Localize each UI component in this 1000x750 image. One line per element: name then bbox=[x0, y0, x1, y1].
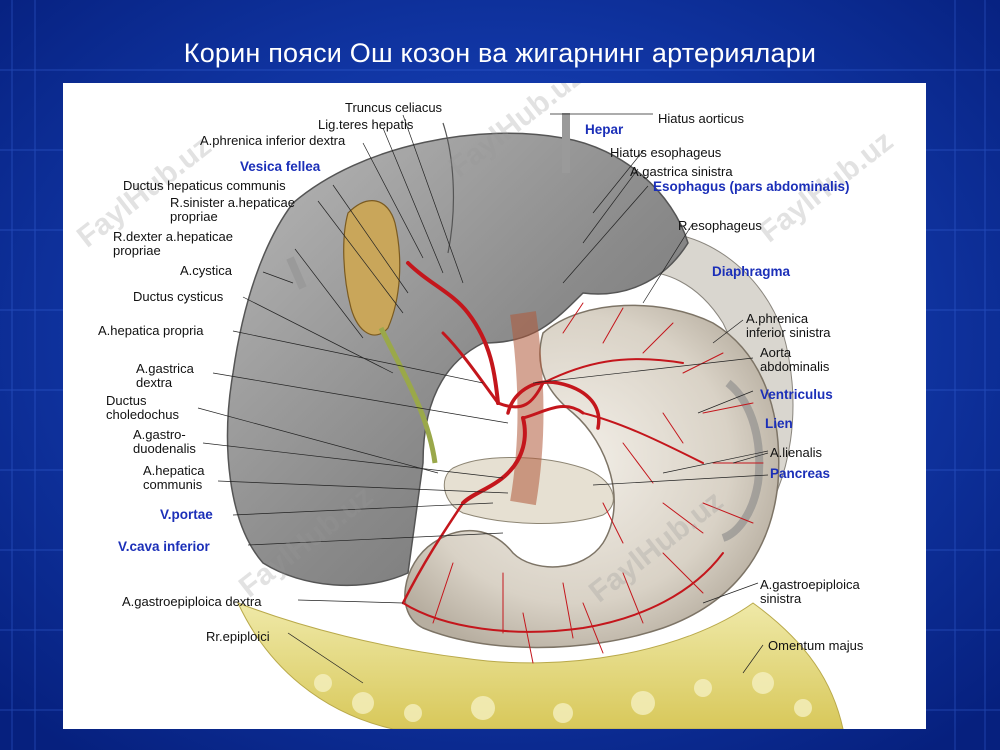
label-rr-epiploici: Rr.epiploici bbox=[206, 629, 270, 644]
label-hiatus-aorticus: Hiatus aorticus bbox=[658, 111, 744, 126]
label-v-portae: V.portae bbox=[160, 507, 213, 522]
label-hepar: Hepar bbox=[585, 122, 624, 137]
label-a-cystica: A.cystica bbox=[180, 263, 233, 278]
label-a-gastroepiploica-sinistra: A.gastroepiploica sinistra bbox=[760, 577, 860, 606]
aorta-shape bbox=[510, 311, 544, 506]
label-aorta-abdominalis: Aorta abdominalis bbox=[760, 345, 830, 374]
label-vesica-fellea: Vesica fellea bbox=[240, 159, 321, 174]
label-lig-teres-hepatis: Lig.teres hepatis bbox=[318, 117, 414, 132]
label-ductus-hepaticus-communis: Ductus hepaticus communis bbox=[123, 178, 286, 193]
label-esophagus: Esophagus (pars abdominalis) bbox=[653, 179, 850, 194]
anatomical-illustration bbox=[197, 113, 844, 729]
label-a-phrenica-inferior-dextra: A.phrenica inferior dextra bbox=[200, 133, 346, 148]
illustration-panel: FaylHub.uz FaylHub.uz FaylHub.uz FaylHub… bbox=[63, 83, 926, 729]
label-omentum-majus: Omentum majus bbox=[768, 638, 864, 653]
label-ventriculus: Ventriculus bbox=[760, 387, 833, 402]
lien-shape bbox=[721, 379, 764, 542]
label-lien: Lien bbox=[765, 416, 793, 431]
label-a-phrenica-inferior-sinistra: A.phrenica inferior sinistra bbox=[746, 311, 831, 340]
omentum-majus-shape bbox=[237, 602, 844, 729]
label-ductus-choledochus: Ductus choledochus bbox=[106, 393, 179, 422]
ventriculus-shape bbox=[404, 304, 780, 649]
label-v-cava-inferior: V.cava inferior bbox=[118, 539, 210, 554]
label-a-gastrica-dextra: A.gastrica dextra bbox=[136, 361, 194, 390]
bile-duct-shape bbox=[378, 326, 438, 464]
leader-lines bbox=[197, 113, 769, 684]
label-a-hepatica-propria: A.hepatica propria bbox=[98, 323, 204, 338]
label-a-gastrica-sinistra: A.gastrica sinistra bbox=[630, 164, 733, 179]
label-a-gastroepiploica-dextra: A.gastroepiploica dextra bbox=[122, 594, 262, 609]
label-truncus-celiacus: Truncus celiacus bbox=[345, 100, 443, 115]
label-pancreas: Pancreas bbox=[770, 466, 831, 481]
label-a-lienalis: A.lienalis bbox=[770, 445, 823, 460]
label-r-sinister: R.sinister a.hepaticae propriae bbox=[170, 195, 296, 224]
label-a-hepatica-communis: A.hepatica communis bbox=[143, 463, 205, 492]
artery-network bbox=[401, 261, 764, 664]
vesica-fellea-shape bbox=[343, 200, 401, 336]
slide-title: Корин пояси Ош козон ва жигарнинг артери… bbox=[183, 38, 817, 68]
label-r-dexter: R.dexter a.hepaticae propriae bbox=[113, 229, 233, 258]
label-a-gastroduodenalis: A.gastro- duodenalis bbox=[133, 427, 196, 456]
label-ductus-cysticus: Ductus cysticus bbox=[133, 289, 224, 304]
label-r-esophageus: R.esophageus bbox=[678, 218, 762, 233]
label-diaphragma: Diaphragma bbox=[712, 264, 791, 279]
label-hiatus-esophageus: Hiatus esophageus bbox=[610, 145, 722, 160]
